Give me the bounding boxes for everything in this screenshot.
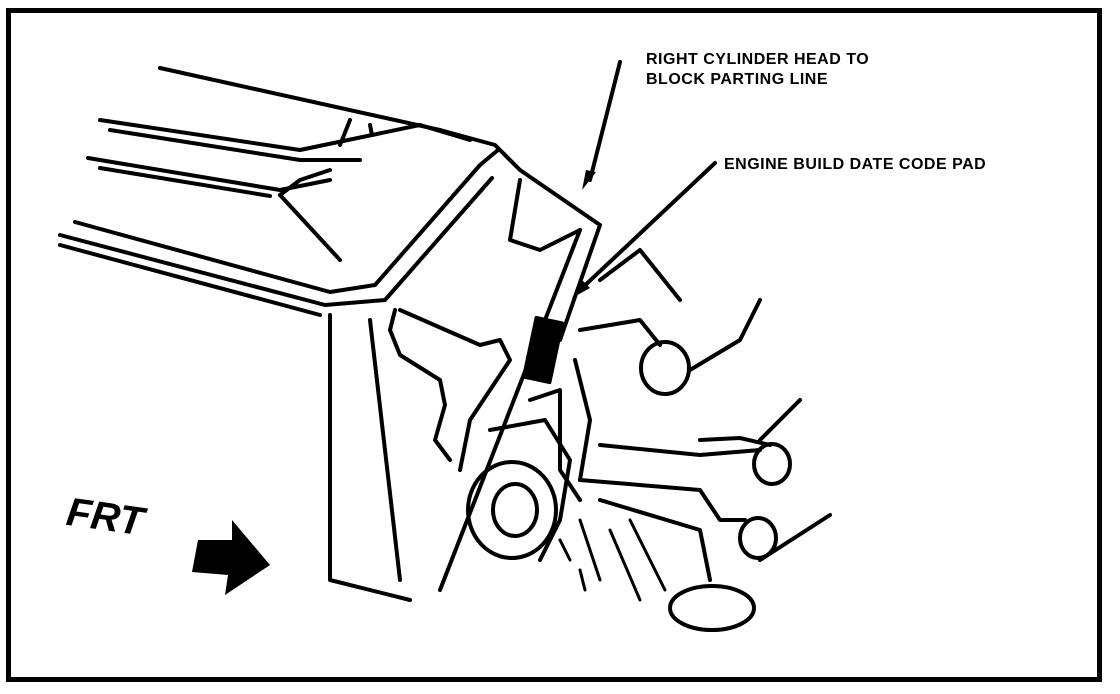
outlet-pipes xyxy=(573,248,832,632)
arrow-right-icon xyxy=(192,520,270,595)
parting-line-leader xyxy=(588,60,622,182)
parting-line-arrowhead xyxy=(582,170,596,190)
date-code-arrowhead xyxy=(572,280,590,298)
date-code-leader xyxy=(578,161,717,292)
bracket xyxy=(388,308,512,472)
date-code-pad xyxy=(522,315,564,385)
valve-cover xyxy=(58,66,522,317)
date-code-pad-callout: ENGINE BUILD DATE CODE PAD xyxy=(724,156,987,173)
pulley xyxy=(466,388,582,562)
engine-block xyxy=(328,168,602,602)
parting-line-callout: RIGHT CYLINDER HEAD TO BLOCK PARTING LIN… xyxy=(646,51,870,88)
hatching xyxy=(558,518,667,602)
